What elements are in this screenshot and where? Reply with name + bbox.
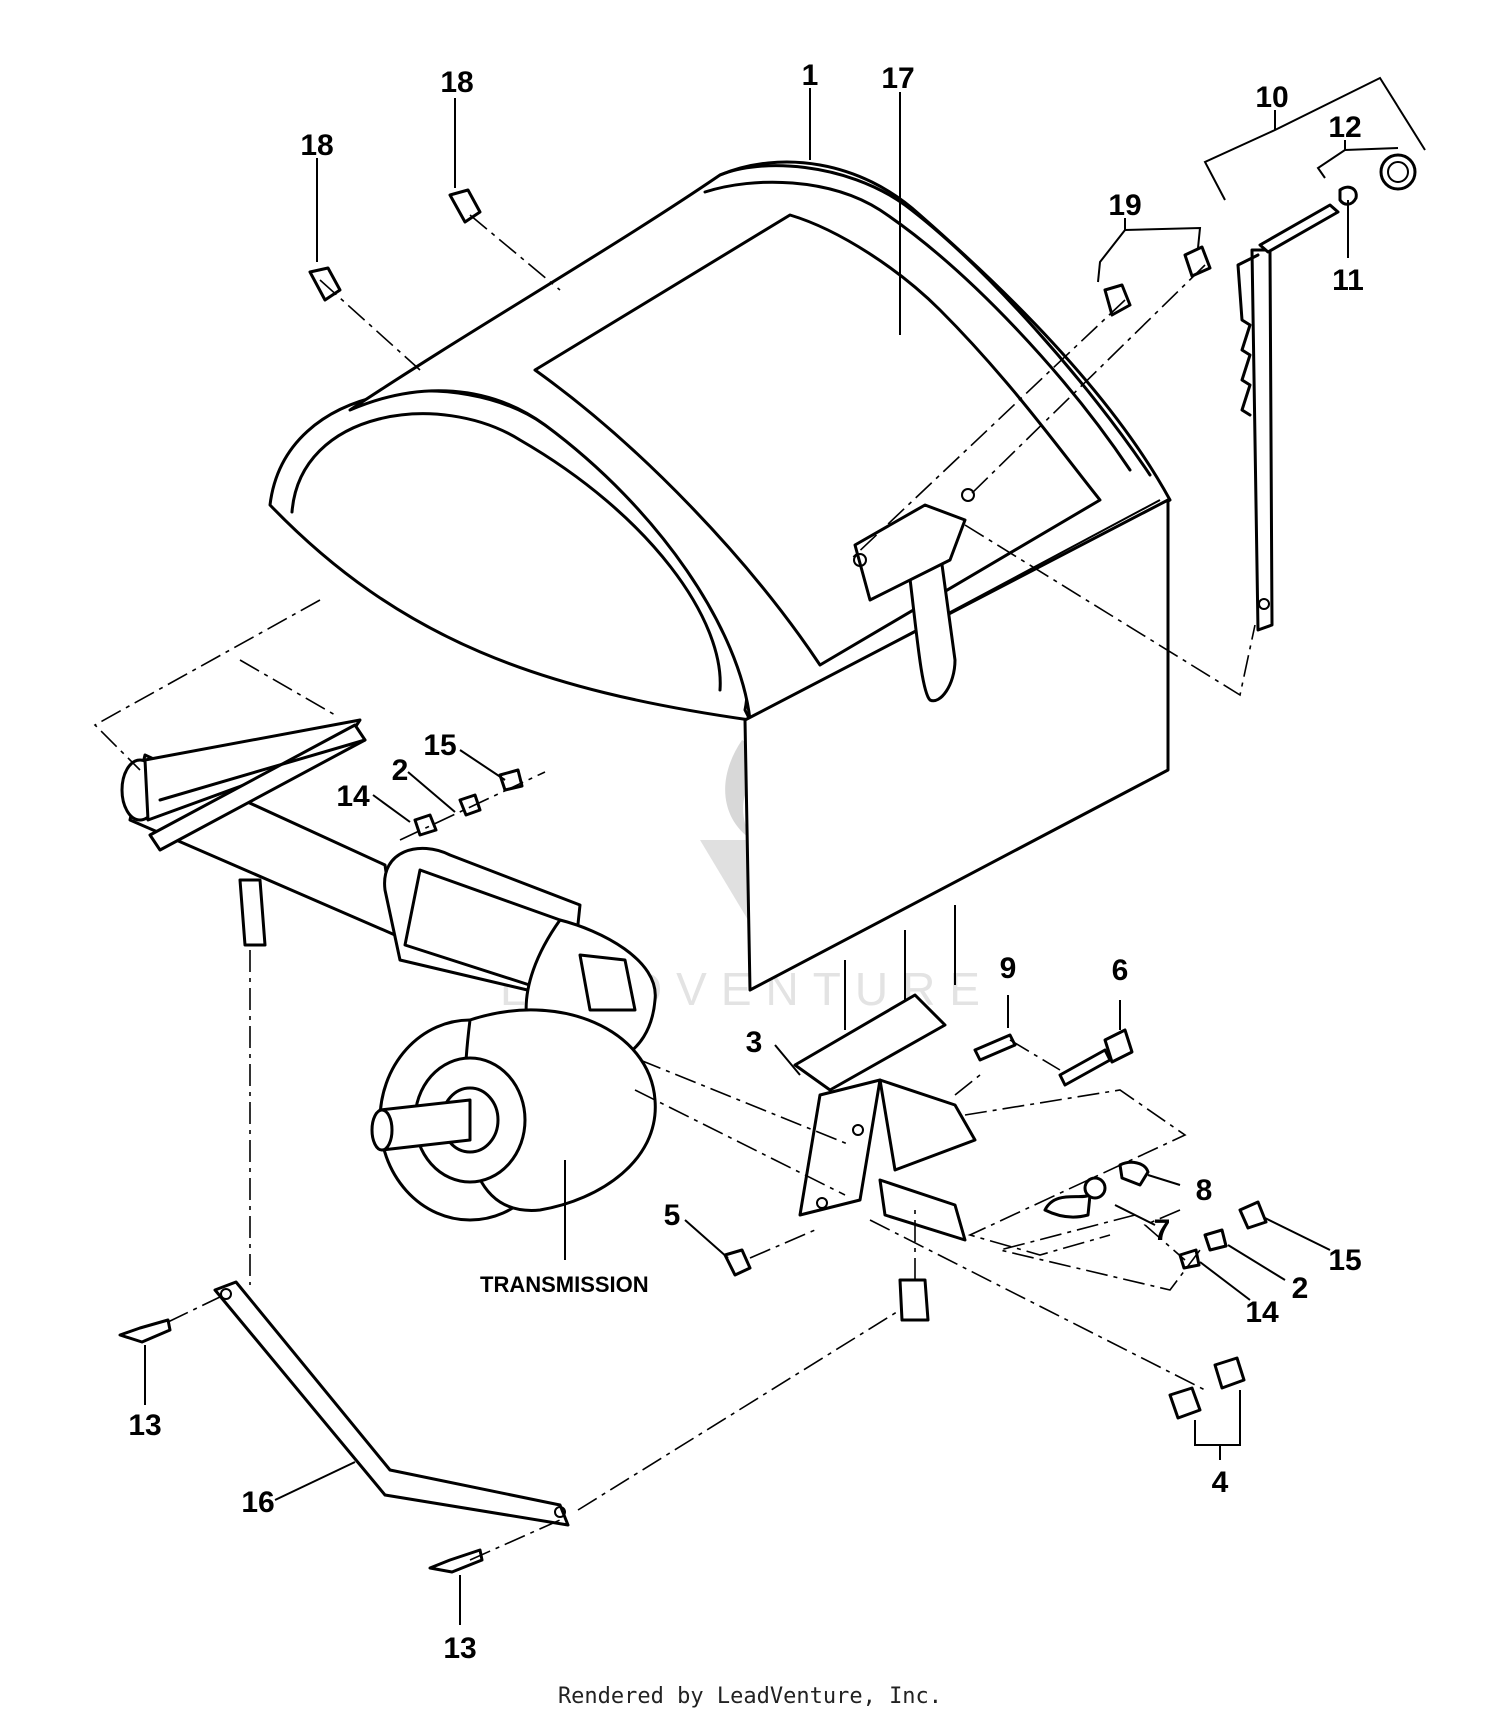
callout-9: 9 — [1000, 952, 1017, 985]
callouts: 1 17 18 18 19 10 12 11 15 2 14 9 6 3 8 7… — [128, 59, 1364, 1665]
footer-credit: Rendered by LeadVenture, Inc. — [557, 1684, 943, 1709]
callout-18-top: 18 — [440, 66, 473, 99]
callout-10: 10 — [1255, 81, 1288, 114]
depth-bar — [1236, 153, 1417, 632]
callout-4: 4 — [1212, 1466, 1229, 1499]
callout-11: 11 — [1332, 264, 1364, 297]
transmission-assembly: TRANSMISSION — [120, 718, 657, 1297]
support-brace — [118, 768, 1268, 1574]
callout-8: 8 — [1196, 1174, 1213, 1207]
callout-5: 5 — [664, 1199, 681, 1232]
tiller-hood — [268, 160, 1172, 1030]
callout-6: 6 — [1112, 954, 1129, 987]
callout-19: 19 — [1108, 189, 1141, 222]
callout-17: 17 — [881, 62, 914, 95]
callout-2-left: 2 — [392, 754, 409, 787]
callout-2-right: 2 — [1292, 1272, 1309, 1305]
leader-lines — [144, 76, 1426, 1625]
callout-1: 1 — [802, 59, 819, 92]
callout-16: 16 — [241, 1486, 274, 1519]
callout-15-left: 15 — [423, 729, 456, 762]
callout-7: 7 — [1154, 1214, 1171, 1247]
assembly-lines — [93, 214, 1256, 1561]
callout-14-left: 14 — [336, 780, 370, 813]
callout-13-left: 13 — [128, 1409, 161, 1442]
callout-3: 3 — [746, 1026, 763, 1059]
callout-12: 12 — [1328, 111, 1361, 144]
callout-14-right: 14 — [1245, 1296, 1279, 1329]
callout-18-left: 18 — [300, 129, 333, 162]
transmission-label: TRANSMISSION — [480, 1272, 649, 1297]
mounting-bracket — [723, 993, 1150, 1322]
callout-15-right: 15 — [1328, 1244, 1361, 1277]
callout-13-bottom: 13 — [443, 1632, 476, 1665]
